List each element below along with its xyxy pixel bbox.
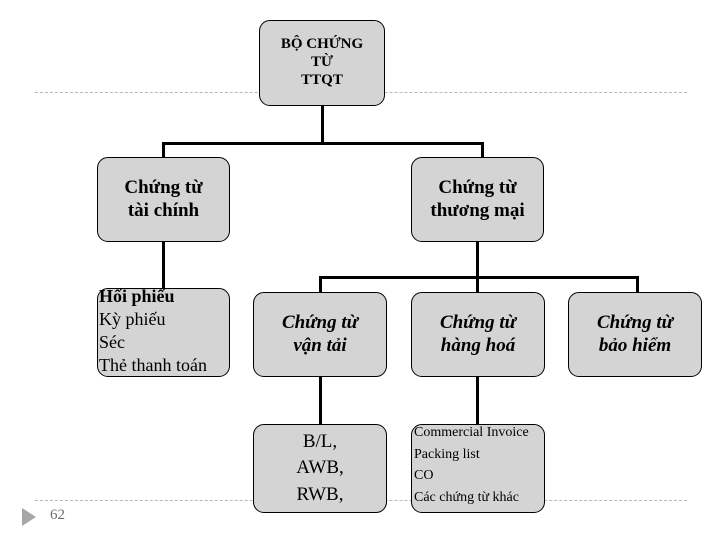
connector-root-bus: [162, 142, 484, 145]
connector-to-goods: [476, 276, 479, 292]
connector-transport-to-items: [319, 377, 322, 425]
node-transport-items[interactable]: B/L,AWB,RWB,: [253, 424, 387, 513]
node-goods-items[interactable]: Commercial Invoice Packing list CO Các c…: [411, 424, 545, 513]
connector-commercial-stem: [476, 240, 479, 278]
play-triangle-icon: [22, 508, 36, 526]
connector-to-financial: [162, 142, 165, 159]
node-transport-items-text: B/L,AWB,RWB,: [296, 431, 344, 505]
connector-financial-to-items: [162, 240, 165, 288]
connector-goods-to-items: [476, 377, 479, 425]
connector-commercial-bus: [319, 276, 639, 279]
connector-root-stem: [321, 104, 324, 145]
node-financial-items-text: Hối phiếu Kỳ phiếu Séc Thẻ thanh toán: [99, 286, 207, 376]
page-number: 62: [50, 507, 65, 523]
node-goods-items-text: Commercial Invoice Packing list CO Các c…: [414, 425, 529, 506]
connector-to-commercial: [481, 142, 484, 159]
node-financial-items[interactable]: Hối phiếu Kỳ phiếu Séc Thẻ thanh toán: [97, 286, 230, 377]
connector-to-transport: [319, 276, 322, 292]
connector-to-insurance: [636, 276, 639, 292]
